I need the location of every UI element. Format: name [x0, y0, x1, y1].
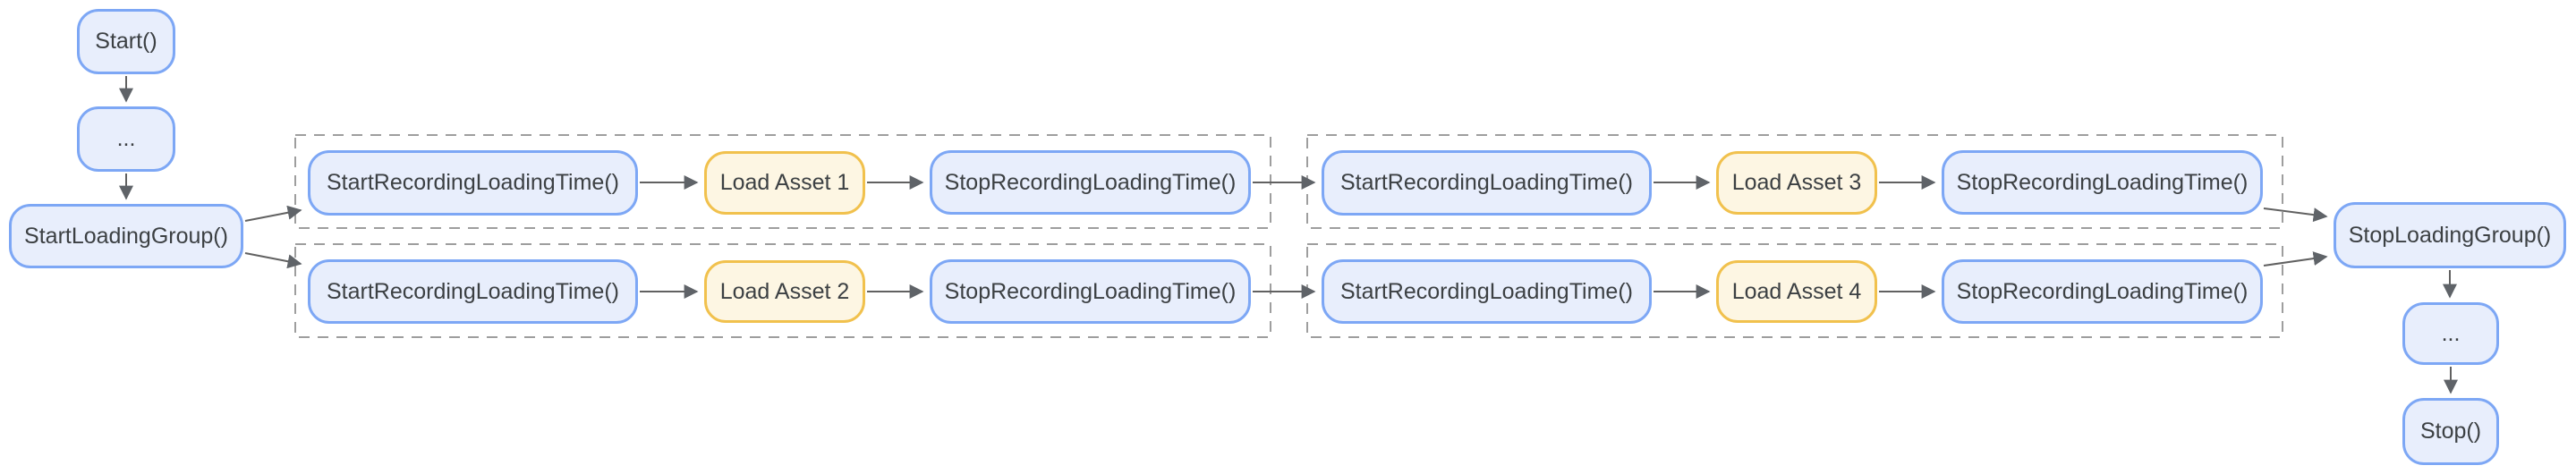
- node-g1-lane2-load-asset: Load Asset 2: [704, 260, 865, 323]
- node-stop-loading-group: StopLoadingGroup(): [2334, 202, 2566, 268]
- node-ellipsis-top: ...: [77, 106, 175, 172]
- node-start-loading-group: StartLoadingGroup(): [9, 204, 243, 268]
- node-stop: Stop(): [2402, 398, 2499, 465]
- arrow-start-loading-group-to-lane1: [244, 205, 302, 222]
- node-g1-lane2-stop-recording: StopRecordingLoadingTime(): [930, 259, 1251, 324]
- node-g2-lane1-stop-recording: StopRecordingLoadingTime(): [1942, 150, 2263, 215]
- node-g1-lane1-start-recording: StartRecordingLoadingTime(): [308, 150, 638, 216]
- node-g1-lane1-load-asset: Load Asset 1: [704, 151, 865, 215]
- arrow-start-loading-group-to-lane2: [244, 252, 302, 269]
- node-g2-lane1-start-recording: StartRecordingLoadingTime(): [1322, 150, 1652, 216]
- node-g2-lane2-load-asset: Load Asset 4: [1716, 260, 1877, 323]
- node-start: Start(): [77, 9, 175, 74]
- arrow-g2-lane1-to-stop-loading-group: [2263, 207, 2328, 223]
- node-g2-lane2-stop-recording: StopRecordingLoadingTime(): [1942, 259, 2263, 324]
- node-g2-lane2-start-recording: StartRecordingLoadingTime(): [1322, 259, 1652, 324]
- node-ellipsis-bottom: ...: [2402, 302, 2499, 365]
- node-g1-lane1-stop-recording: StopRecordingLoadingTime(): [930, 150, 1251, 215]
- node-g2-lane1-load-asset: Load Asset 3: [1716, 151, 1877, 215]
- arrow-g2-lane2-to-stop-loading-group: [2263, 251, 2328, 267]
- node-g1-lane2-start-recording: StartRecordingLoadingTime(): [308, 259, 638, 324]
